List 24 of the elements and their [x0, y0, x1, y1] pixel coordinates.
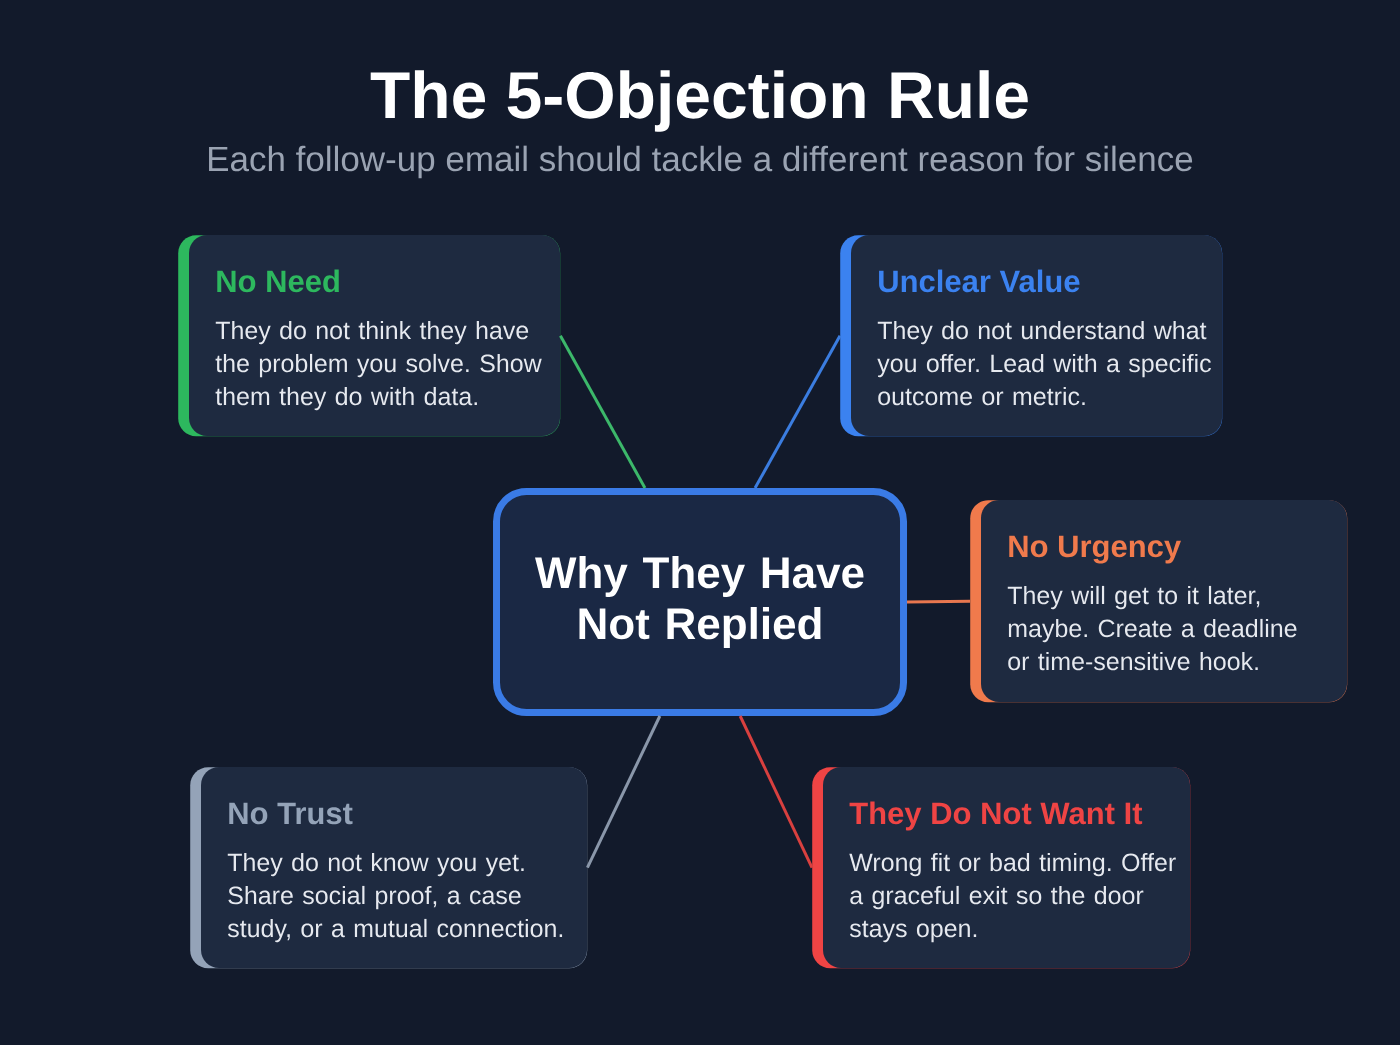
objection-card — [812, 767, 1191, 969]
card-description: They do not know you yet. Share social proof, a case study, or a mutual connection. — [227, 852, 563, 943]
connector-line — [907, 599, 971, 604]
objection-card — [970, 500, 1348, 703]
connector-line — [753, 334, 842, 489]
card-heading: No Urgency — [1009, 535, 1181, 564]
hub-title: Why They Have Not Replied — [535, 556, 864, 648]
card-description: Wrong fit or bad timing. Offer a graceful exit so the door stays open. — [849, 852, 1176, 943]
title: The 5-Objection Rule — [370, 70, 1028, 132]
card-heading: No Need — [217, 269, 339, 293]
card-heading: They Do Not Want It — [849, 801, 1143, 831]
objection-card — [840, 235, 1223, 437]
card-description: They do not understand what you offer. Lead with a specific outcome or metric. — [877, 320, 1211, 406]
connector-line — [559, 335, 647, 489]
objection-card — [178, 235, 561, 437]
subtitle: Each follow-up email should tackle a different reason for silence — [209, 145, 1193, 179]
card-heading: Unclear Value — [879, 269, 1080, 293]
connector-line — [738, 715, 814, 869]
card-description: They do not think they have the problem you solve. Show them they do with data. — [215, 320, 542, 411]
objection-card — [190, 767, 588, 969]
card-heading: No Trust — [229, 802, 353, 825]
card-description: They will get to it later, maybe. Create a deadline or time-sensitive hook. — [1007, 585, 1297, 671]
connector-line — [586, 715, 662, 869]
central-box — [493, 488, 907, 716]
